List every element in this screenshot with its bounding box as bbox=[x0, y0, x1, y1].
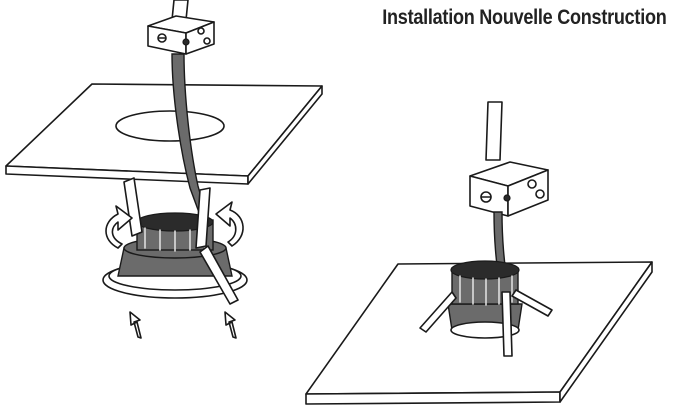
diagram-title: Installation Nouvelle Construction bbox=[381, 6, 666, 29]
left-recessed-light-icon bbox=[102, 177, 248, 305]
right-recessed-light-icon bbox=[419, 260, 553, 357]
left-ceiling-board bbox=[5, 83, 323, 185]
ceiling-cutout-hole bbox=[115, 110, 225, 142]
right-step-illustration bbox=[305, 101, 653, 405]
right-conduit bbox=[485, 101, 503, 161]
push-up-arrow-icon bbox=[129, 311, 142, 339]
left-junction-box-icon bbox=[147, 15, 215, 55]
left-step-illustration bbox=[5, 0, 323, 339]
push-up-arrow-icon bbox=[224, 311, 237, 339]
left-rotation-arrow-icon bbox=[105, 205, 133, 249]
right-junction-box-icon bbox=[469, 161, 549, 217]
right-rotation-arrow-icon bbox=[215, 201, 244, 247]
